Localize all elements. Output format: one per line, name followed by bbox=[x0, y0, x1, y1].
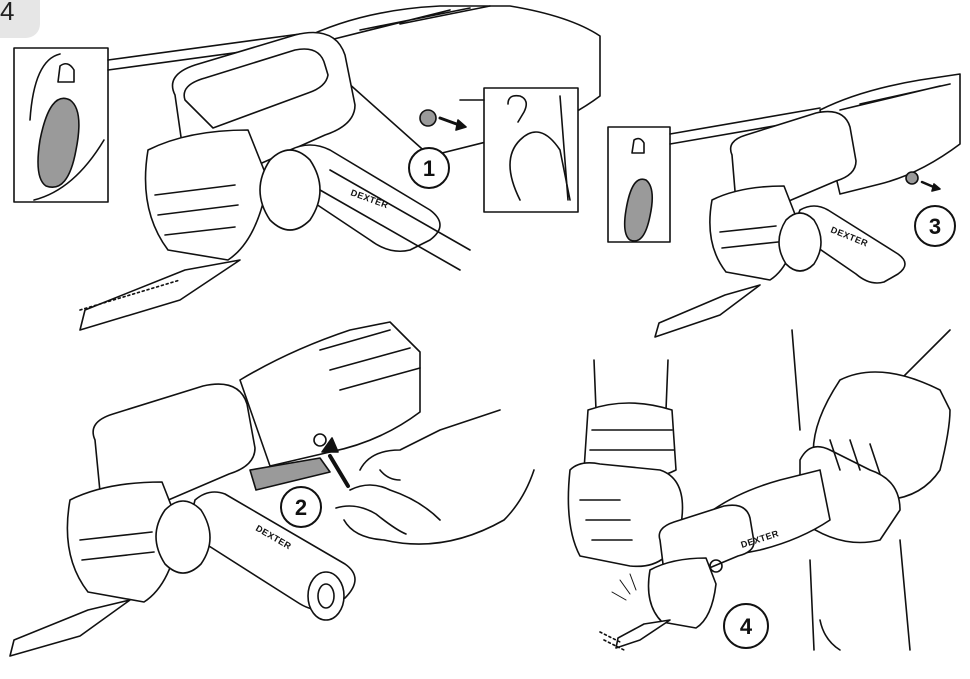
step-number-3: 3 bbox=[929, 214, 941, 239]
hand-step-2 bbox=[321, 409, 535, 545]
step-badge-4: 4 bbox=[723, 603, 769, 649]
panel-step-4: DEXTER 4 bbox=[567, 329, 951, 651]
panel-step-1: DEXTER 1 bbox=[13, 5, 601, 331]
multitool-step-2: DEXTER bbox=[9, 321, 421, 657]
left-arm-glove bbox=[567, 359, 684, 568]
hook-detail-inset bbox=[459, 87, 579, 213]
step-number-1: 1 bbox=[423, 156, 435, 181]
page-number: 4 bbox=[0, 0, 15, 26]
multitool-step-4: DEXTER bbox=[599, 469, 831, 651]
multitool-step-3: DEXTER bbox=[654, 73, 961, 338]
step-badge-3: 3 bbox=[914, 205, 956, 247]
step-badge-1: 1 bbox=[408, 147, 450, 189]
step-number-4: 4 bbox=[740, 614, 753, 639]
step-badge-2: 2 bbox=[280, 486, 322, 528]
page-number-tab: 4 bbox=[0, 0, 40, 38]
button-detail-inset bbox=[13, 33, 301, 203]
step-number-2: 2 bbox=[295, 495, 307, 520]
panel-step-3: DEXTER 3 bbox=[607, 73, 961, 338]
panel-step-2: DEXTER 2 bbox=[9, 321, 535, 657]
multitool-step-1: DEXTER bbox=[79, 5, 601, 331]
